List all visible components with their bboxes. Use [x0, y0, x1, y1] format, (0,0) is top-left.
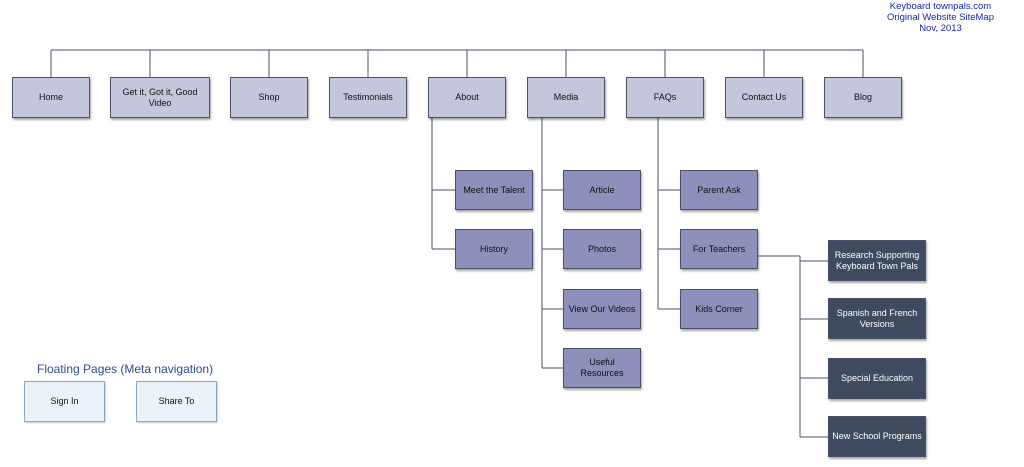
node-special-education: Special Education: [828, 358, 926, 399]
node-photos: Photos: [563, 229, 641, 269]
node-view-our-videos: View Our Videos: [563, 289, 641, 329]
node-shop: Shop: [230, 77, 308, 118]
node-article: Article: [563, 170, 641, 210]
node-blog: Blog: [824, 77, 902, 118]
node-history: History: [455, 229, 533, 269]
floating-pages-title: Floating Pages (Meta navigation): [37, 362, 214, 376]
node-meet-the-talent: Meet the Talent: [455, 170, 533, 210]
node-spanish-french: Spanish and French Versions: [828, 298, 926, 339]
sitemap-header: Keyboard townpals.com Original Website S…: [887, 1, 994, 34]
node-kids-corner: Kids Corner: [680, 289, 758, 329]
node-home: Home: [12, 77, 90, 118]
node-new-school-programs: New School Programs: [828, 416, 926, 457]
node-media: Media: [527, 77, 605, 118]
node-testimonials: Testimonials: [329, 77, 407, 118]
node-faqs: FAQs: [626, 77, 704, 118]
node-parent-ask: Parent Ask: [680, 170, 758, 210]
node-share-to: Share To: [136, 381, 217, 422]
node-research-supporting: Research Supporting Keyboard Town Pals: [828, 240, 926, 281]
node-for-teachers: For Teachers: [680, 229, 758, 269]
node-useful-resources: Useful Resources: [563, 348, 641, 388]
header-site-name: Keyboard townpals.com: [889, 1, 992, 12]
node-about: About: [428, 77, 506, 118]
header-doc-title: Original Website SiteMap: [886, 12, 994, 23]
header-date: Nov, 2013: [919, 23, 962, 34]
node-get-it-video: Get it, Got it, Good Video: [110, 77, 210, 118]
node-contact-us: Contact Us: [725, 77, 803, 118]
node-sign-in: Sign In: [24, 381, 105, 422]
